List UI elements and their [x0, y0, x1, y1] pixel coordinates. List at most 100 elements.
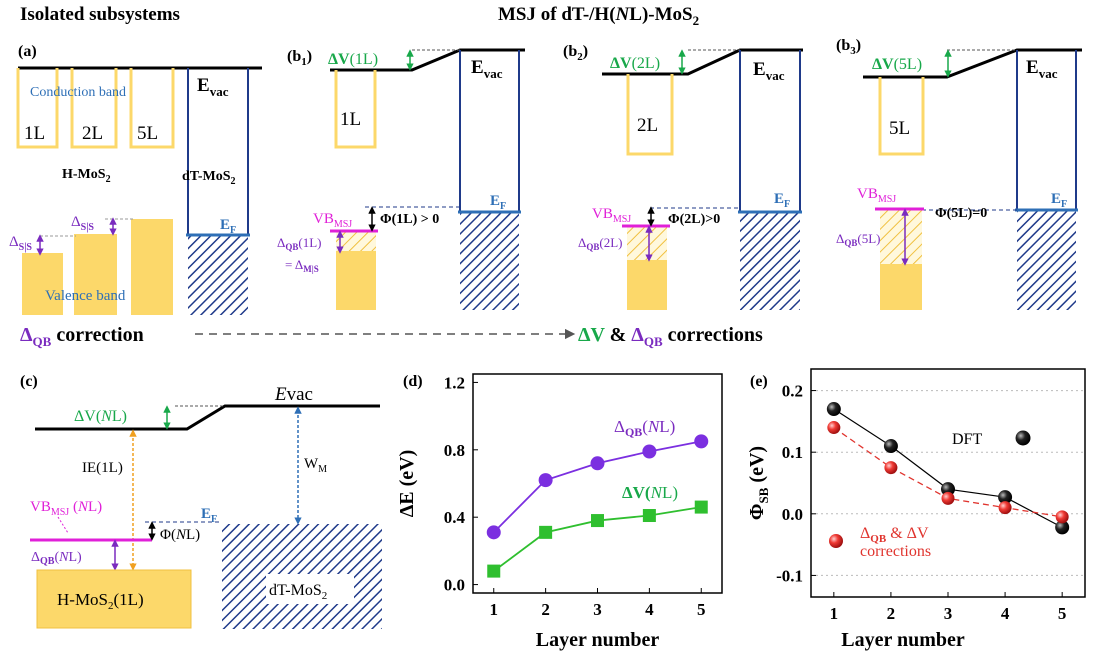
- b3-qb-hatch: [880, 209, 922, 264]
- c-h-label: H-MoS2(1L): [57, 590, 144, 612]
- e-legend-dft-label: DFT: [952, 431, 982, 448]
- vb-block-1L: [22, 253, 63, 315]
- c-h-box: [36, 569, 192, 629]
- b3-cb-box: [878, 77, 925, 156]
- c-vb-pointer: [57, 516, 69, 534]
- e-legend-dft-marker: [1015, 430, 1031, 446]
- delta-ss-label-1: ΔS|S: [9, 234, 32, 253]
- b1-qb-equals: = ΔM|S: [285, 257, 319, 274]
- e-dft-point: [826, 402, 841, 417]
- d-point: [694, 434, 709, 449]
- d-point: [486, 525, 501, 540]
- b1-ef-label: EF: [490, 193, 506, 212]
- c-vacuum-level: [35, 404, 380, 431]
- e-ytick-label: 0.2: [782, 382, 803, 401]
- delta-ss-label-2: ΔS|S: [71, 214, 94, 233]
- e-corr-point: [827, 421, 841, 435]
- c-ie-label: IE(1L): [82, 460, 123, 476]
- d-point: [487, 564, 501, 578]
- c-vb-msj-label: VBMSJ (NL): [30, 499, 102, 518]
- b2-phi-label: Φ(2L)>0: [668, 212, 720, 227]
- e-corr-point: [998, 501, 1012, 515]
- d-ytick-label: 0.8: [444, 441, 465, 460]
- cb-box-2L: [70, 68, 118, 149]
- d-xlabel: Layer number: [536, 629, 660, 651]
- vb-block-5L: [131, 219, 173, 315]
- e-corr-point: [884, 461, 898, 475]
- d-point: [694, 500, 708, 514]
- d-xtick-label: 2: [541, 600, 550, 619]
- e-dft-point: [883, 439, 898, 454]
- d-point: [538, 473, 553, 488]
- b2-dv-label: ΔV(2L): [610, 55, 660, 72]
- c-wm-label: WM: [304, 456, 327, 475]
- d-ylabel: ΔE (eV): [396, 450, 418, 518]
- b2-vb-msj-label: VBMSJ: [592, 206, 631, 225]
- c-dv-label: ΔV(NL): [74, 408, 127, 425]
- d-point: [539, 525, 553, 539]
- cb-box-1L: [16, 68, 59, 149]
- panel-label-d: (d): [403, 373, 423, 390]
- d-point: [642, 509, 656, 523]
- e-dft-point: [998, 490, 1013, 505]
- b1-evac-label: Evac: [471, 57, 503, 81]
- e-xtick-label: 1: [830, 604, 839, 623]
- e-xtick-label: 2: [887, 604, 896, 623]
- b1-metal-filled: [460, 212, 519, 310]
- evac-label: Evac: [197, 75, 229, 99]
- b2-metal-filled: [740, 212, 800, 310]
- panel-label-b3: (b3): [836, 37, 861, 57]
- d-legend-qb: ΔQB(NL): [614, 417, 675, 439]
- c-ef-label: EF: [201, 506, 217, 525]
- d-xtick-label: 3: [593, 600, 602, 619]
- b2-qb-hatch: [627, 226, 667, 260]
- panel-label-b2: (b2): [563, 43, 588, 63]
- panel-label-e: (e): [750, 373, 768, 390]
- b3-vb-msj-label: VBMSJ: [857, 186, 896, 205]
- heading-isolated: Isolated subsystems: [20, 4, 180, 25]
- b3-evac-label: Evac: [1026, 57, 1058, 81]
- d-point: [642, 444, 657, 459]
- e-legend-corr-marker: [829, 534, 843, 548]
- vb-block-2L: [74, 234, 117, 315]
- b3-phi-label: Φ(5L)=0: [935, 206, 987, 221]
- b1-phi-label: Φ(1L) > 0: [380, 212, 439, 227]
- e-dft-line: [833, 408, 1063, 528]
- d-point: [591, 514, 604, 528]
- d-xtick-label: 5: [697, 600, 706, 619]
- c-dt-label: dT-MoS2: [269, 582, 327, 602]
- b2-layer-label: 2L: [637, 115, 658, 136]
- e-xtick-label: 3: [944, 604, 953, 623]
- e-corr-point: [941, 491, 955, 505]
- b1-layer-label: 1L: [340, 109, 361, 130]
- e-xlabel: Layer number: [841, 629, 965, 651]
- b3-metal-filled: [1017, 210, 1076, 310]
- c-dt-label-bg: [266, 574, 354, 604]
- e-ytick-label: 0.0: [782, 505, 803, 524]
- b3-qb-label: ΔQB(5L): [836, 231, 881, 248]
- d-legend-dv: ΔV(NL): [622, 483, 678, 502]
- valence-band-label: Valence band: [45, 288, 126, 304]
- e-ytick-label: 0.1: [782, 443, 803, 462]
- dv-qb-corrections-label: ΔV & ΔQB corrections: [578, 324, 763, 349]
- layer-label-5L: 5L: [137, 123, 158, 144]
- b1-qb-hatch: [336, 231, 376, 251]
- b3-dv-label: ΔV(5L): [872, 56, 922, 73]
- heading-msj: MSJ of dT-/H(NL)-MoS2: [498, 4, 699, 28]
- e-legend-corr-label-2: corrections: [860, 543, 931, 560]
- e-ytick-label: -0.1: [776, 566, 803, 585]
- hmos2-label: H-MoS2: [62, 167, 111, 185]
- e-xtick-label: 4: [1001, 604, 1010, 623]
- d-plot-frame: [472, 373, 723, 594]
- b1-dv-label: ΔV(1L): [328, 51, 378, 68]
- b3-layer-label: 5L: [889, 118, 910, 139]
- d-ytick-label: 0.4: [444, 508, 466, 527]
- b2-qb-label: ΔQB(2L): [578, 235, 623, 252]
- panel-label-b1: (b1): [287, 48, 312, 68]
- d-ytick-label: 0.0: [444, 576, 465, 595]
- cb-box-5L: [129, 68, 175, 149]
- b2-ef-label: EF: [774, 191, 790, 210]
- layer-label-2L: 2L: [82, 123, 103, 144]
